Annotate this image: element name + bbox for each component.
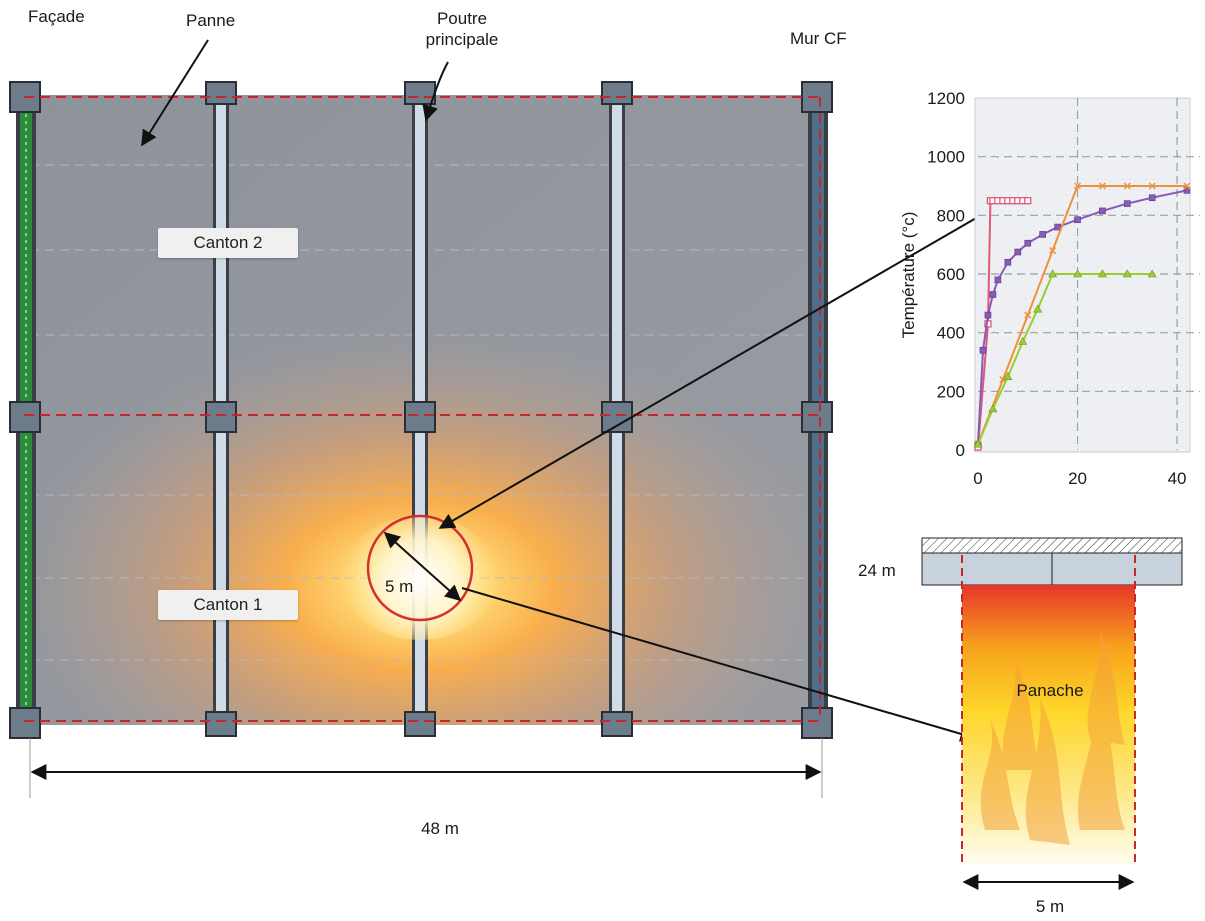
column-cap xyxy=(601,711,633,737)
chart-point xyxy=(973,439,983,448)
chart-point xyxy=(989,291,997,298)
chart-point xyxy=(1148,182,1156,190)
poutre-pointer xyxy=(422,61,449,122)
column-caps xyxy=(9,81,833,739)
temperature-chart: 0 200 400 600 800 1000 1200 0 20 40 xyxy=(927,89,1200,488)
chart-point xyxy=(1122,269,1132,278)
chart-y-tick-label: 1000 xyxy=(927,148,965,167)
column-cap xyxy=(205,711,237,737)
chart-point xyxy=(1074,216,1081,224)
column-cap xyxy=(801,707,833,739)
chart-x-tick-label: 0 xyxy=(973,469,982,488)
chart-point xyxy=(1099,207,1106,215)
chart-y-axis-label: Température (°c) xyxy=(899,211,918,339)
chart-point xyxy=(1098,182,1106,190)
chart-point xyxy=(1039,231,1046,238)
chart-point xyxy=(1024,311,1032,319)
chart-point xyxy=(1024,239,1032,247)
chart-point xyxy=(1147,269,1157,278)
plume-flames xyxy=(980,630,1125,845)
flame-tongue xyxy=(1087,630,1125,745)
column-cap xyxy=(404,81,436,105)
chart-point xyxy=(1183,182,1191,190)
chart-series-line xyxy=(977,273,1153,445)
column-cap xyxy=(9,707,41,739)
panache-label: Panache xyxy=(1016,681,1084,700)
chart-y-tick-label: 200 xyxy=(937,382,965,401)
chart-series xyxy=(973,182,1191,451)
poutre-label-line2: principale xyxy=(425,30,499,49)
mur-cf-label: Mur CF xyxy=(790,29,847,48)
diameter-arrow xyxy=(383,531,462,602)
panne-label: Panne xyxy=(186,11,236,30)
chart-point xyxy=(979,346,987,354)
canton-1-label: Canton 1 xyxy=(158,590,298,620)
chart-link-arrow xyxy=(438,209,991,529)
chart-series-3 xyxy=(974,182,1191,448)
column-cap xyxy=(601,401,633,433)
floor-plan xyxy=(9,81,833,739)
flame-tongue xyxy=(980,720,1020,830)
column-cap xyxy=(601,81,633,105)
roof-hatch xyxy=(921,537,1183,554)
fire-diameter-label: 5 m xyxy=(385,577,414,596)
panne-pointer xyxy=(141,39,209,147)
chart-point xyxy=(1183,187,1191,194)
chart-y-tick-label: 1200 xyxy=(927,89,965,108)
column-cap xyxy=(801,401,833,433)
facade-label: Façade xyxy=(28,7,85,26)
chart-point xyxy=(1097,269,1107,278)
chart-point xyxy=(1073,269,1083,278)
column-cap xyxy=(404,711,436,737)
chart-series-2 xyxy=(974,187,1191,448)
chart-point xyxy=(1033,304,1043,313)
chart-y-tick-label: 800 xyxy=(937,206,965,225)
chart-point xyxy=(1049,247,1057,255)
chart-point xyxy=(994,276,1002,284)
chart-point xyxy=(1024,197,1032,205)
width-dimension xyxy=(29,738,823,798)
chart-point xyxy=(1014,248,1022,256)
chart-point xyxy=(988,404,998,413)
chart-point xyxy=(1123,200,1131,207)
plume-link-arrow xyxy=(461,587,977,742)
chart-y-tick-label: 0 xyxy=(956,441,965,460)
chart-y-tick-label: 600 xyxy=(937,265,965,284)
roof-slab-left xyxy=(921,552,1053,586)
chart-ticks: 0 200 400 600 800 1000 1200 0 20 40 xyxy=(927,89,1186,488)
poutre-label: Poutre principale xyxy=(412,8,512,50)
column-cap xyxy=(9,401,41,433)
chart-point xyxy=(1123,182,1131,190)
canton-2-label: Canton 2 xyxy=(158,228,298,258)
chart-series-1 xyxy=(974,197,1032,451)
width-label: 48 m xyxy=(421,819,459,838)
roof-slab-right xyxy=(1051,552,1183,586)
flame-tongue xyxy=(1025,700,1070,845)
chart-point xyxy=(1018,336,1028,345)
chart-point xyxy=(1004,258,1012,266)
flame-tongue xyxy=(1002,660,1040,770)
chart-point xyxy=(984,311,992,319)
chart-series-4 xyxy=(973,269,1157,448)
chart-x-tick-label: 20 xyxy=(1068,469,1087,488)
chart-y-tick-label: 400 xyxy=(937,324,965,343)
chart-point xyxy=(1003,372,1013,380)
column-cap xyxy=(404,401,436,433)
fire-circle xyxy=(366,514,474,622)
flame-tongue xyxy=(1077,690,1125,830)
chart-point xyxy=(1148,194,1156,202)
plume-section xyxy=(921,537,1183,890)
chart-point xyxy=(1054,223,1061,231)
chart-point xyxy=(1048,269,1058,278)
canton-boundaries xyxy=(24,96,821,722)
chart-point xyxy=(1073,182,1082,190)
chart-x-tick-label: 40 xyxy=(1168,469,1187,488)
poutre-label-line1: Poutre xyxy=(436,9,488,28)
height-label: 24 m xyxy=(858,561,896,580)
column-cap xyxy=(205,401,237,433)
fire-hot-core xyxy=(342,516,498,640)
plume-width-label: 5 m xyxy=(1035,897,1065,916)
column-cap xyxy=(205,81,237,105)
